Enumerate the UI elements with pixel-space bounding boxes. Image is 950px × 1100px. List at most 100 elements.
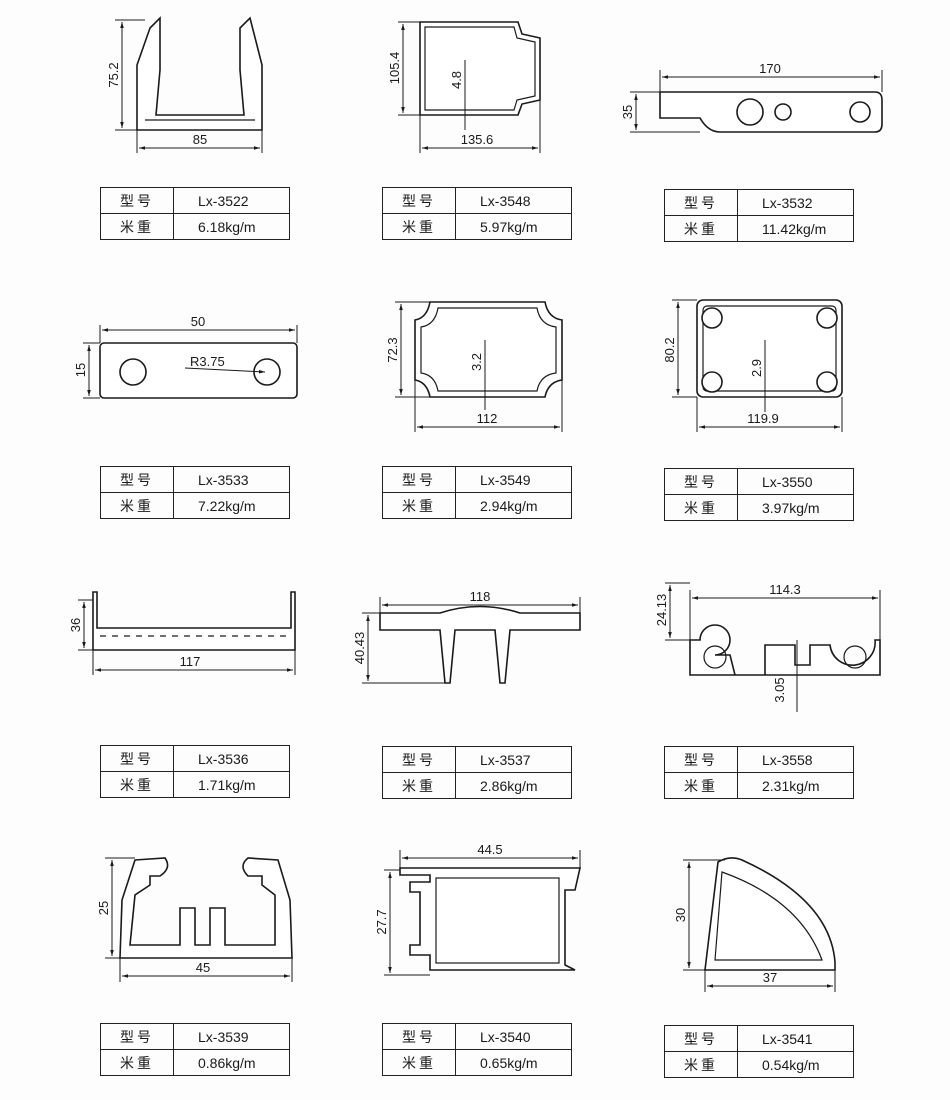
profile-drawing-3533: R3.75 50 15	[73, 314, 298, 399]
model-label: 型号	[100, 1023, 174, 1050]
weight-value: 5.97kg/m	[455, 213, 572, 240]
svg-text:25: 25	[96, 901, 111, 915]
weight-value: 0.54kg/m	[737, 1051, 854, 1078]
svg-text:24.13: 24.13	[654, 594, 669, 627]
model-value: Lx-3541	[737, 1025, 854, 1052]
profile-drawing-3549: 72.3 3.2 112	[385, 301, 563, 432]
svg-text:35: 35	[620, 105, 635, 119]
weight-label: 米重	[664, 215, 738, 242]
model-value: Lx-3536	[173, 745, 290, 772]
model-label: 型号	[100, 466, 174, 493]
model-label: 型号	[382, 746, 456, 773]
model-label: 型号	[664, 468, 738, 495]
weight-label: 米重	[382, 772, 456, 799]
model-label: 型号	[664, 1025, 738, 1052]
profile-drawing-3550: 80.2 2.9 119.9	[662, 299, 843, 432]
weight-value: 0.65kg/m	[455, 1049, 572, 1076]
profile-drawing-3541: 30 37	[673, 857, 836, 992]
weight-label: 米重	[664, 772, 738, 799]
svg-text:27.7: 27.7	[374, 909, 389, 934]
profile-drawing-3532: 170 35	[620, 61, 883, 133]
model-label: 型号	[100, 187, 174, 214]
svg-text:75.2: 75.2	[106, 62, 121, 87]
svg-text:112: 112	[477, 411, 498, 426]
svg-text:30: 30	[673, 908, 688, 922]
model-label: 型号	[382, 187, 456, 214]
weight-value: 2.86kg/m	[455, 772, 572, 799]
model-value: Lx-3522	[173, 187, 290, 214]
profile-drawing-3548: 105.4 4.8 135.6	[387, 21, 541, 153]
profile-drawing-3558: 24.13 114.3 3.05	[654, 582, 881, 712]
svg-text:72.3: 72.3	[385, 337, 400, 362]
model-label: 型号	[664, 746, 738, 773]
svg-text:170: 170	[759, 61, 781, 76]
weight-label: 米重	[664, 494, 738, 521]
weight-label: 米重	[382, 213, 456, 240]
svg-text:4.8: 4.8	[449, 71, 464, 89]
profile-drawing-3537: 118 40.43	[352, 589, 581, 684]
svg-text:105.4: 105.4	[387, 52, 402, 85]
weight-label: 米重	[382, 1049, 456, 1076]
svg-text:40.43: 40.43	[352, 632, 367, 665]
svg-text:R3.75: R3.75	[190, 354, 225, 369]
weight-label: 米重	[382, 492, 456, 519]
weight-value: 6.18kg/m	[173, 213, 290, 240]
model-label: 型号	[382, 466, 456, 493]
profile-drawing-3539: 25 45	[96, 857, 293, 982]
weight-value: 11.42kg/m	[737, 215, 854, 242]
svg-text:85: 85	[193, 132, 207, 147]
profile-drawing-3522: 75.2 85	[106, 16, 263, 153]
model-label: 型号	[664, 189, 738, 216]
model-value: Lx-3550	[737, 468, 854, 495]
model-value: Lx-3558	[737, 746, 854, 773]
svg-text:45: 45	[196, 960, 210, 975]
weight-label: 米重	[664, 1051, 738, 1078]
weight-value: 2.31kg/m	[737, 772, 854, 799]
svg-text:3.2: 3.2	[469, 353, 484, 371]
svg-text:119.9: 119.9	[747, 411, 779, 426]
model-value: Lx-3539	[173, 1023, 290, 1050]
svg-text:37: 37	[763, 970, 777, 985]
profile-drawing-3536: 36 117	[68, 591, 296, 675]
weight-label: 米重	[100, 213, 174, 240]
model-label: 型号	[382, 1023, 456, 1050]
model-value: Lx-3549	[455, 466, 572, 493]
svg-text:50: 50	[191, 314, 205, 329]
svg-text:117: 117	[180, 654, 201, 669]
model-value: Lx-3540	[455, 1023, 572, 1050]
weight-value: 2.94kg/m	[455, 492, 572, 519]
profile-drawing-3540: 44.5 27.7	[374, 842, 582, 976]
model-value: Lx-3537	[455, 746, 572, 773]
weight-value: 7.22kg/m	[173, 492, 290, 519]
model-value: Lx-3532	[737, 189, 854, 216]
model-value: Lx-3548	[455, 187, 572, 214]
svg-text:114.3: 114.3	[769, 582, 801, 597]
model-label: 型号	[100, 745, 174, 772]
svg-text:135.6: 135.6	[461, 132, 494, 147]
svg-text:15: 15	[73, 363, 88, 377]
weight-label: 米重	[100, 771, 174, 798]
weight-value: 0.86kg/m	[173, 1049, 290, 1076]
model-value: Lx-3533	[173, 466, 290, 493]
svg-text:2.9: 2.9	[749, 359, 764, 377]
svg-text:80.2: 80.2	[662, 337, 677, 362]
weight-value: 3.97kg/m	[737, 494, 854, 521]
svg-text:36: 36	[68, 618, 83, 632]
weight-value: 1.71kg/m	[173, 771, 290, 798]
weight-label: 米重	[100, 492, 174, 519]
svg-text:44.5: 44.5	[477, 842, 502, 857]
